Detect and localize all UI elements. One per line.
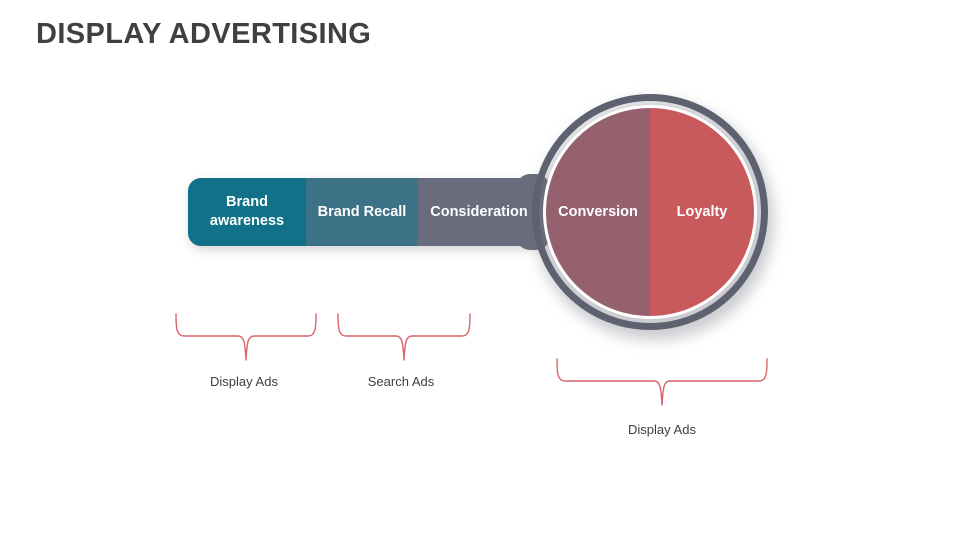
circle-half-label: Loyalty bbox=[676, 204, 728, 220]
bracket-search-ads bbox=[336, 312, 472, 364]
funnel-segment-label: Brand Recall bbox=[317, 203, 407, 220]
bracket-display-ads-right bbox=[555, 357, 769, 409]
funnel-segment-label: Brand awareness bbox=[209, 194, 285, 229]
funnel-bar: Brand awareness Brand Recall Considerati… bbox=[188, 178, 542, 250]
page-title: DISPLAY ADVERTISING bbox=[36, 18, 372, 50]
funnel-segment-consideration[interactable]: Consideration bbox=[418, 178, 540, 246]
circle-half-label: Conversion bbox=[558, 204, 638, 220]
bracket-label-search-ads: Search Ads bbox=[367, 374, 435, 389]
bracket-label-display-ads-left: Display Ads bbox=[210, 374, 278, 389]
circle-half-loyalty[interactable]: Loyalty bbox=[650, 108, 754, 316]
bracket-label-display-ads-right: Display Ads bbox=[628, 422, 696, 437]
funnel-segment-label: Consideration bbox=[430, 203, 528, 220]
bracket-display-ads-left bbox=[174, 312, 318, 364]
circle-half-conversion[interactable]: Conversion bbox=[546, 108, 650, 316]
circle-pie: Conversion Loyalty bbox=[546, 108, 754, 316]
funnel-segment-brand-recall[interactable]: Brand Recall bbox=[306, 178, 418, 246]
funnel-circle: Conversion Loyalty bbox=[530, 92, 778, 340]
circle-outer-ring bbox=[532, 94, 768, 330]
funnel-segment-brand-awareness[interactable]: Brand awareness bbox=[188, 178, 306, 246]
